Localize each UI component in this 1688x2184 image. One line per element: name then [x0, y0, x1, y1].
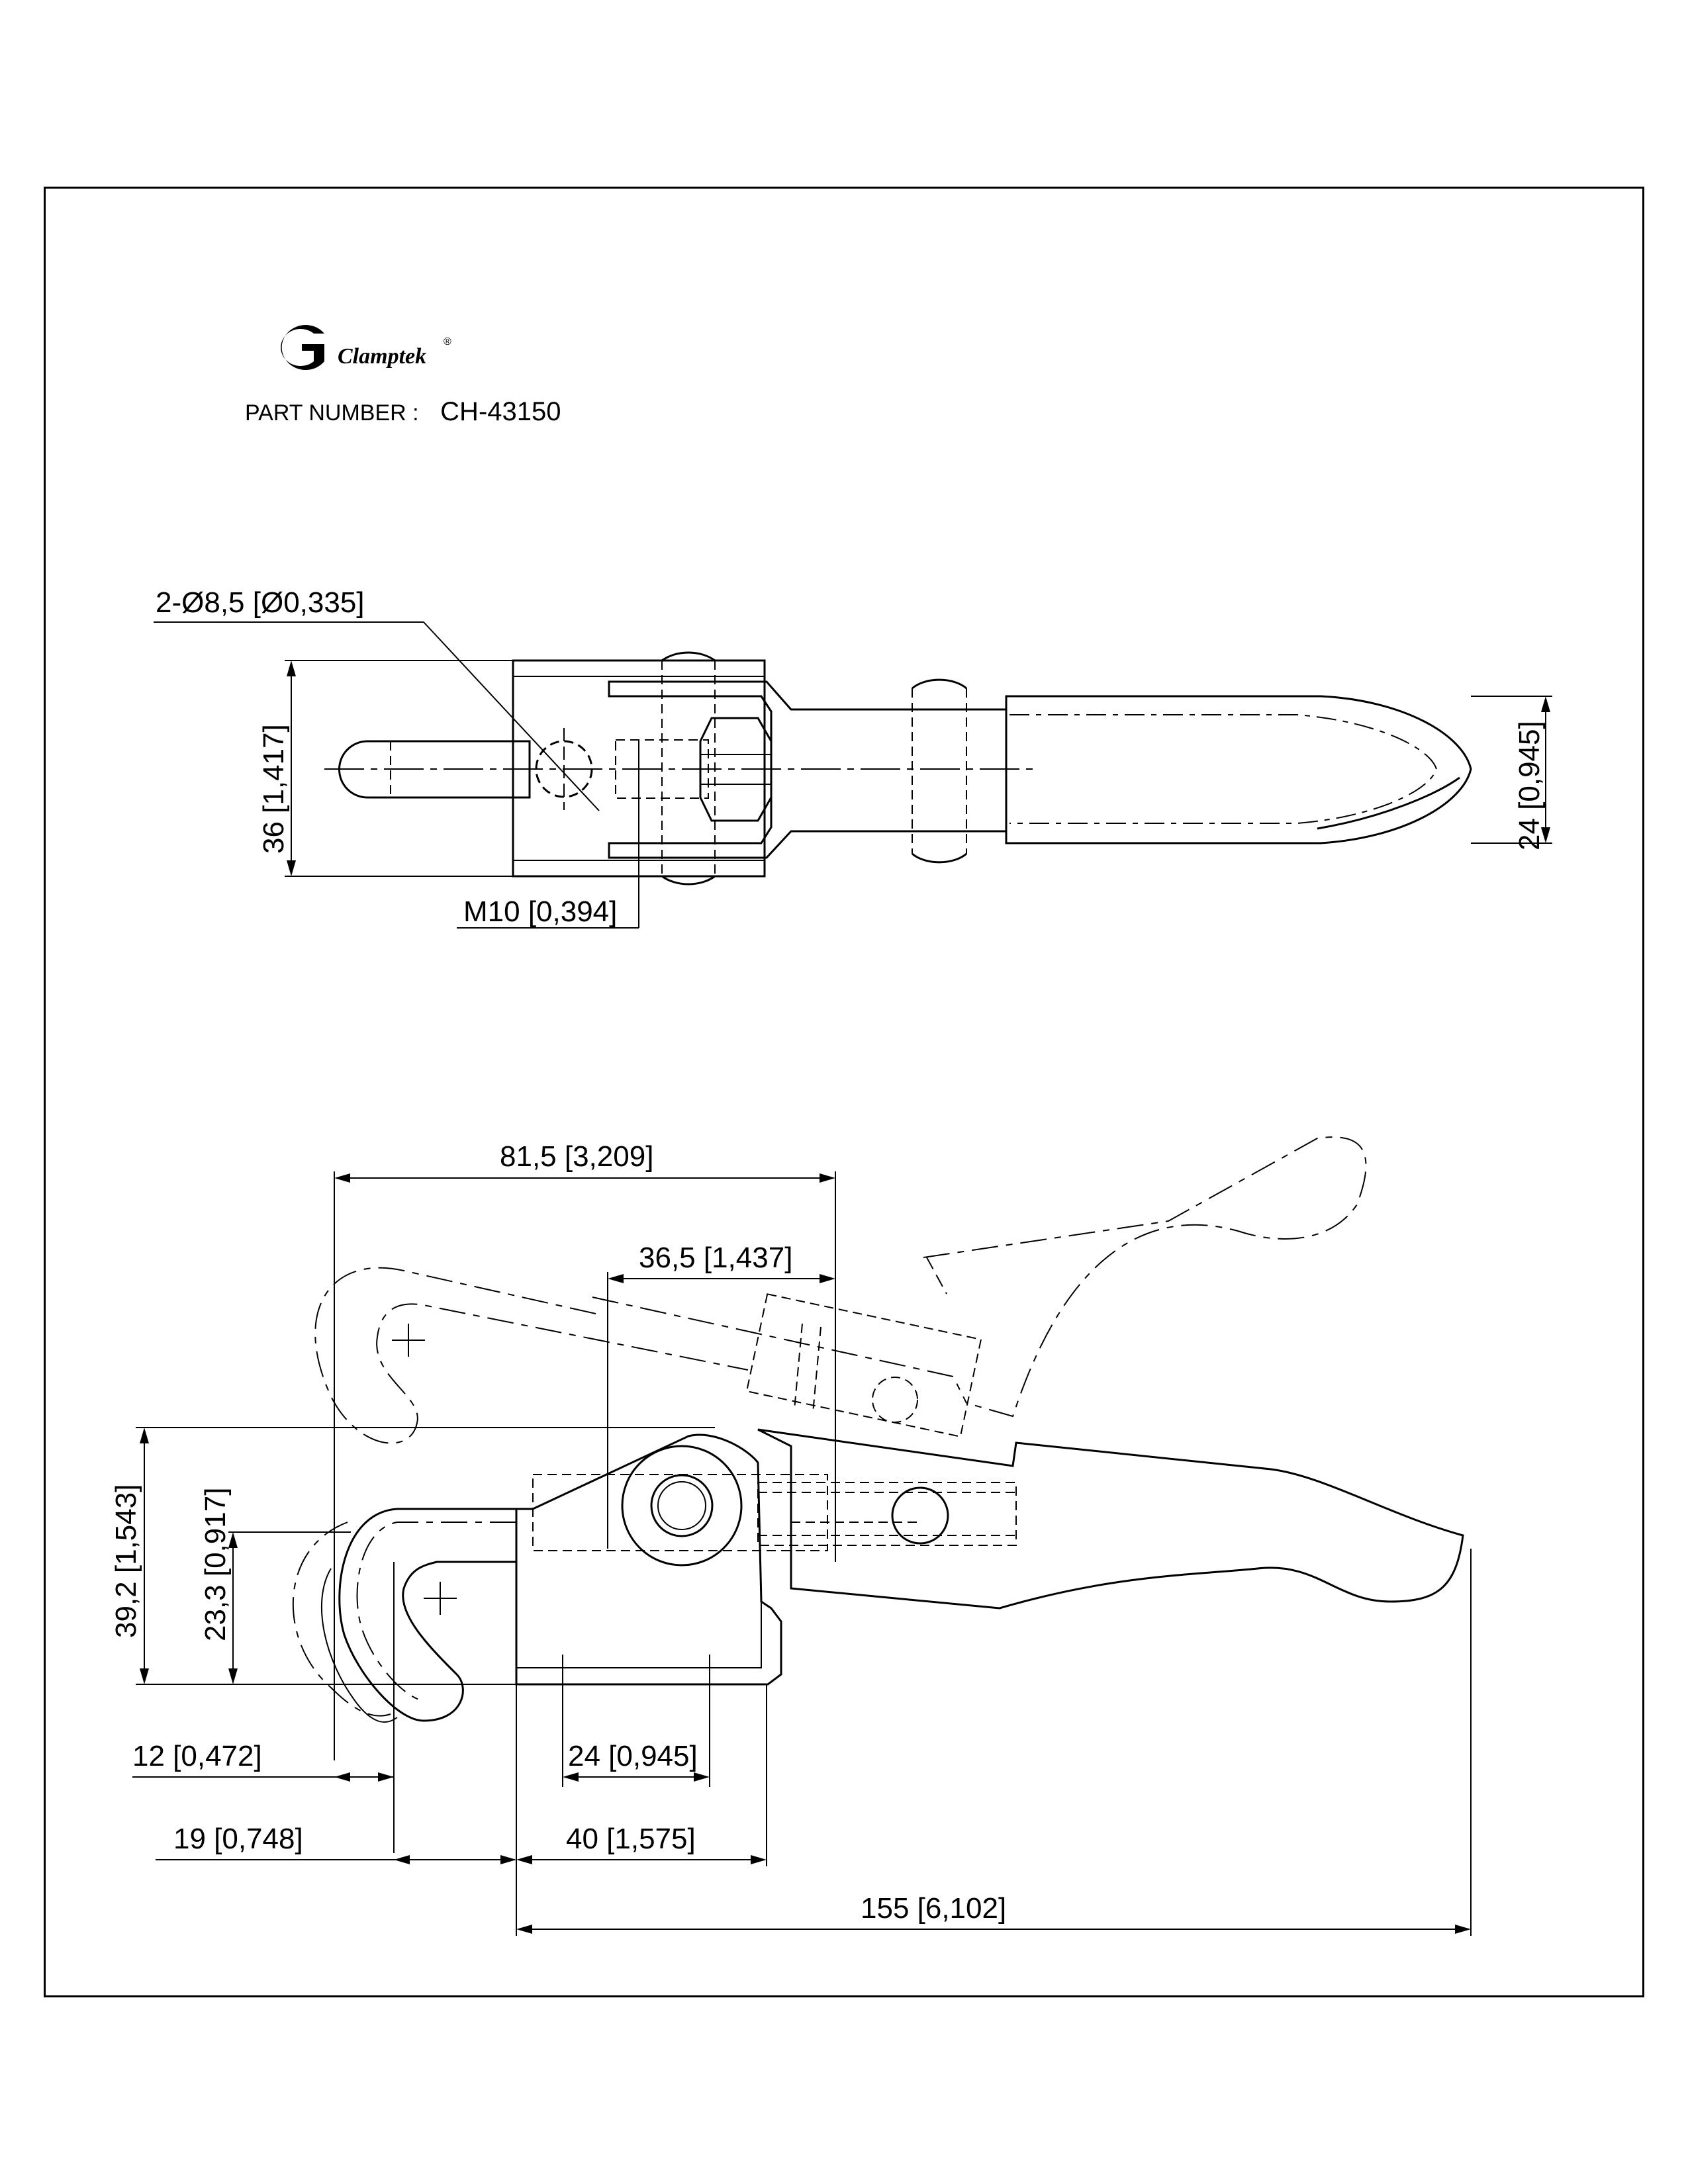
- dim-hook-width: 19 [0,748]: [173, 1823, 303, 1855]
- registered-mark: ®: [444, 336, 451, 347]
- part-number-value: CH-43150: [440, 397, 561, 426]
- dim-handle-width: 24 [0,945]: [1513, 721, 1546, 850]
- dim-base-length: 40 [1,575]: [566, 1823, 696, 1855]
- side-view: [132, 1136, 1472, 1936]
- dim-thread: M10 [0,394]: [463, 895, 617, 928]
- top-view: [154, 621, 1552, 929]
- drawing-border: [44, 187, 1644, 1997]
- dim-overall-length: 155 [6,102]: [861, 1892, 1006, 1925]
- part-number-line: PART NUMBER : CH-43150: [245, 397, 561, 427]
- dim-hook-offset: 12 [0,472]: [132, 1740, 262, 1772]
- part-number-label: PART NUMBER :: [245, 400, 419, 426]
- dim-pivot-height: 23,3 [0,917]: [199, 1488, 232, 1641]
- clamptek-logo-icon: [281, 325, 324, 370]
- dim-base-hole-spacing: 24 [0,945]: [568, 1740, 698, 1772]
- dim-height: 36 [1,417]: [258, 724, 290, 854]
- brand-name: Clamptek: [338, 344, 427, 369]
- dim-stroke: 36,5 [1,437]: [639, 1242, 792, 1274]
- dim-total-height: 39,2 [1,543]: [110, 1484, 142, 1638]
- dim-latch-reach: 81,5 [3,209]: [500, 1140, 653, 1173]
- dim-hole-diameter: 2-Ø8,5 [Ø0,335]: [156, 586, 365, 619]
